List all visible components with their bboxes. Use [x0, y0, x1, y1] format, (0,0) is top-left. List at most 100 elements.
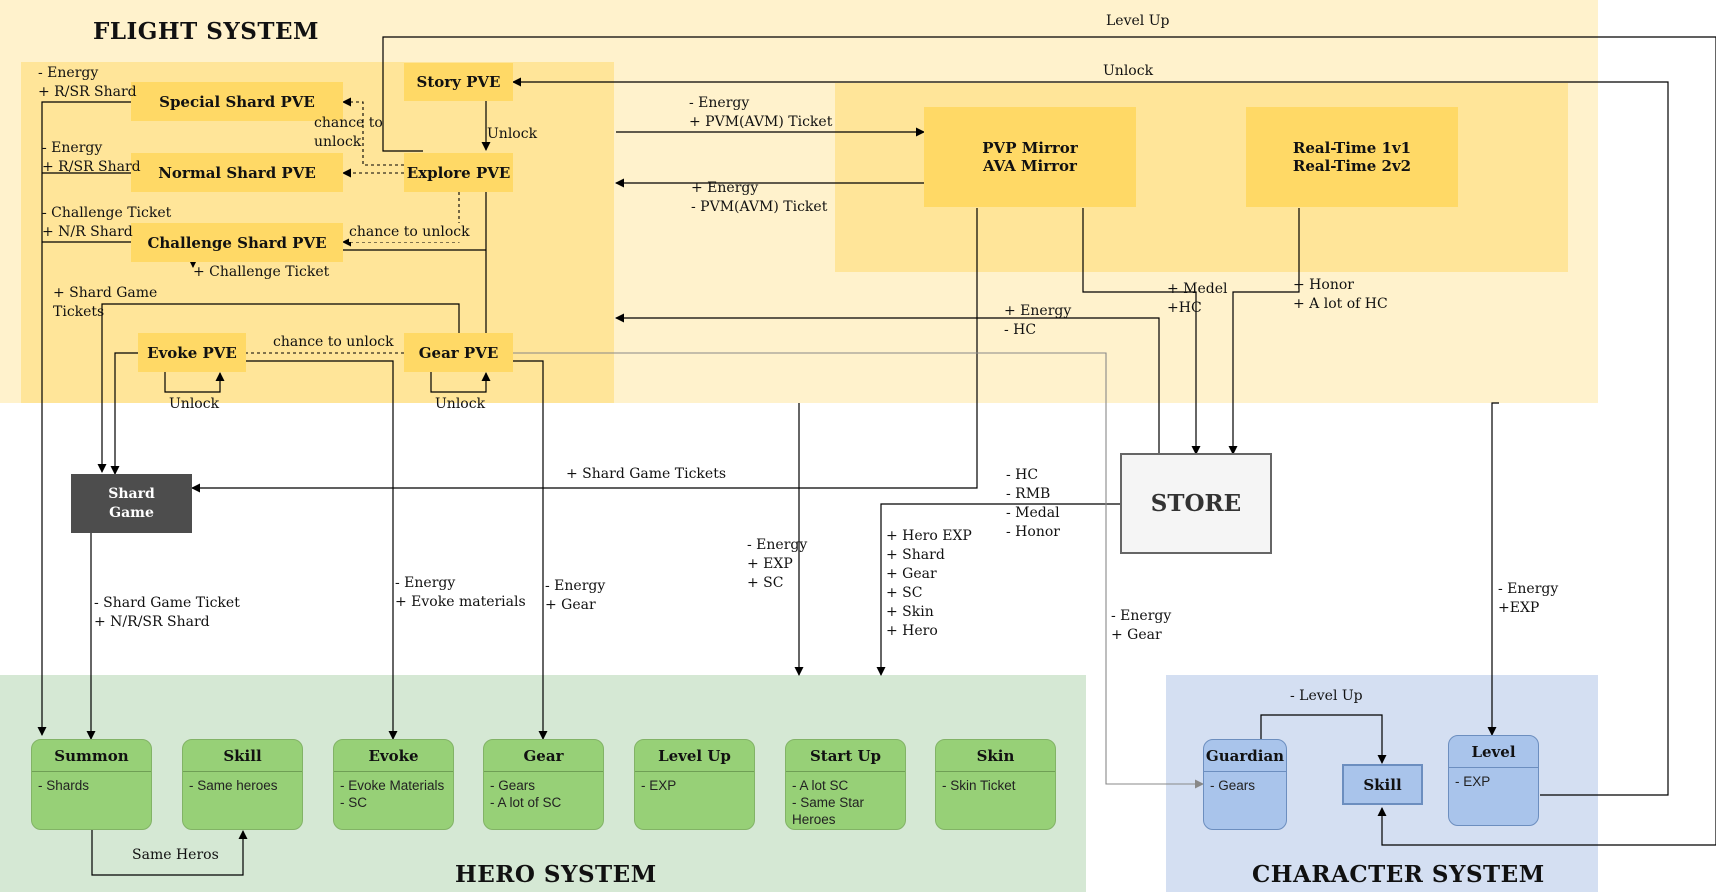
skin-card-title: Skin: [936, 740, 1055, 772]
gear-unlock-label: Unlock: [435, 396, 486, 412]
normal-shard-pve-node[interactable]: Normal Shard PVE: [131, 153, 343, 192]
label-line: - Energy: [1111, 608, 1172, 624]
normal-energy-label: - Energy + R/SR Shard: [42, 139, 141, 177]
gear-to-gear-card: [513, 360, 548, 740]
label-line: - PVM(AVM) Ticket: [691, 199, 828, 215]
label-line: + Energy: [1004, 303, 1072, 319]
evoke-card-title: Evoke: [334, 740, 453, 772]
store-energy-label: + Energy - HC: [1004, 302, 1071, 340]
same-heros-line: [91, 830, 248, 876]
summon-card-line: - Shards: [38, 778, 90, 793]
skill-card[interactable]: Skill - Same heroes: [182, 739, 303, 830]
evoke-card[interactable]: Evoke - Evoke Materials - SC: [333, 739, 454, 830]
label-line: + Gear: [1111, 627, 1162, 643]
label-line: + SC: [747, 575, 784, 591]
label-line: - RMB: [1006, 486, 1051, 502]
to-pvp-label: - Energy + PVM(AVM) Ticket: [689, 94, 832, 132]
label-line: + A lot of HC: [1293, 296, 1388, 312]
shard-game-node[interactable]: Shard Game: [71, 474, 192, 533]
store-node[interactable]: STORE: [1120, 453, 1272, 554]
start-up-card[interactable]: Start Up - A lot SC - Same Star Heroes: [785, 739, 906, 830]
label-line: + Medel: [1167, 281, 1228, 297]
label-line: + Evoke materials: [395, 594, 526, 610]
store-costs-label: - HC - RMB - Medal - Honor: [1006, 466, 1060, 542]
label-line: unlock: [314, 134, 362, 150]
evoke-pve-node[interactable]: Evoke PVE: [138, 333, 246, 372]
label-line: + SC: [886, 585, 923, 601]
skin-card-line: - Skin Ticket: [942, 778, 1016, 793]
challenge-shard-pve-node[interactable]: Challenge Shard PVE: [131, 223, 343, 262]
hero-system-title: HERO SYSTEM: [455, 861, 657, 888]
realtime-line1: Real-Time 1v1: [1292, 139, 1412, 157]
guardian-card[interactable]: Guardian - Gears: [1203, 739, 1287, 830]
character-skill-node[interactable]: Skill: [1342, 764, 1423, 805]
evoke-card-line: - Evoke Materials: [340, 778, 445, 793]
label-line: + Shard: [886, 547, 945, 563]
start-up-card-line: - A lot SC: [792, 778, 849, 793]
summon-card-title: Summon: [32, 740, 151, 772]
level-up-card[interactable]: Level Up - EXP: [634, 739, 755, 830]
level-card[interactable]: Level - EXP: [1448, 735, 1539, 826]
label-line: + Hero: [886, 623, 938, 639]
level-energy-label: - Energy +EXP: [1498, 580, 1558, 618]
honor-hc-label: + Honor + A lot of HC: [1293, 276, 1388, 314]
guardian-card-line: - Gears: [1210, 778, 1256, 793]
label-line: - Honor: [1006, 524, 1060, 540]
shard-game-ticket-label: - Shard Game Ticket + N/R/SR Shard: [94, 594, 240, 632]
flight-system-title: FLIGHT SYSTEM: [93, 18, 319, 45]
label-line: + Shard Game: [53, 285, 158, 301]
evoke-to-evoke-card: [245, 360, 398, 740]
pvp-line1: PVP Mirror: [982, 139, 1078, 157]
label-line: + PVM(AVM) Ticket: [689, 114, 833, 130]
level-card-title: Level: [1449, 736, 1538, 768]
shard-game-line2: Game: [109, 504, 154, 521]
label-line: chance to: [314, 115, 383, 131]
story-pve-node[interactable]: Story PVE: [404, 63, 513, 101]
store-to-flight: [615, 313, 1160, 454]
gear-card[interactable]: Gear - Gears - A lot of SC: [483, 739, 604, 830]
chance-unlock-label-1: chance to unlock: [314, 114, 383, 152]
label-line: + Honor: [1293, 277, 1354, 293]
label-line: + R/SR Shard: [42, 159, 141, 175]
level-up-card-line: - EXP: [641, 778, 677, 793]
realtime-node[interactable]: Real-Time 1v1 Real-Time 2v2: [1246, 107, 1458, 207]
explore-pve-node[interactable]: Explore PVE: [404, 153, 513, 192]
label-line: - Medal: [1006, 505, 1060, 521]
gear-card-line: - A lot of SC: [490, 795, 562, 810]
char-level-up-label: - Level Up: [1290, 688, 1363, 704]
medel-hc-label: + Medel +HC: [1167, 280, 1228, 318]
label-line: - Energy: [747, 537, 808, 553]
label-line: - Challenge Ticket: [42, 205, 172, 221]
unlock-line: [512, 77, 1669, 796]
level-card-line: - EXP: [1455, 774, 1491, 789]
gear-to-shard-game: [97, 303, 460, 473]
explore-unlock-label: Unlock: [487, 126, 538, 142]
chance-unlock-label-3: chance to unlock: [273, 333, 394, 352]
label-line: - Energy: [395, 575, 456, 591]
label-line: +HC: [1167, 300, 1202, 316]
gear-energy-label: - Energy + Gear: [545, 577, 605, 615]
guardian-gear-label: - Energy + Gear: [1111, 607, 1171, 645]
summon-card[interactable]: Summon - Shards: [31, 739, 152, 830]
realtime-to-store: [1228, 208, 1300, 455]
gear-pve-node[interactable]: Gear PVE: [404, 333, 513, 372]
shard-game-tickets-left-label: + Shard Game Tickets: [53, 284, 157, 322]
label-line: - Energy: [689, 95, 750, 111]
skin-card[interactable]: Skin - Skin Ticket: [935, 739, 1056, 830]
special-shard-pve-node[interactable]: Special Shard PVE: [131, 82, 343, 121]
challenge-ticket-label: - Challenge Ticket + N/R Shard: [42, 204, 171, 242]
skill-card-title: Skill: [183, 740, 302, 772]
label-line: + Energy: [691, 180, 759, 196]
start-up-card-line: - Same Star: [792, 795, 865, 810]
level-up-top-label: Level Up: [1106, 13, 1170, 29]
label-line: - Energy: [545, 578, 606, 594]
label-line: + Gear: [886, 566, 937, 582]
pvp-mirror-node[interactable]: PVP Mirror AVA Mirror: [924, 107, 1136, 207]
evoke-card-line: - SC: [340, 795, 367, 810]
pvp-line2: AVA Mirror: [983, 157, 1077, 175]
evoke-materials-label: - Energy + Evoke materials: [395, 574, 526, 612]
character-system-title: CHARACTER SYSTEM: [1252, 861, 1545, 888]
level-up-card-title: Level Up: [635, 740, 754, 772]
label-line: - HC: [1004, 322, 1037, 338]
start-up-card-title: Start Up: [786, 740, 905, 772]
